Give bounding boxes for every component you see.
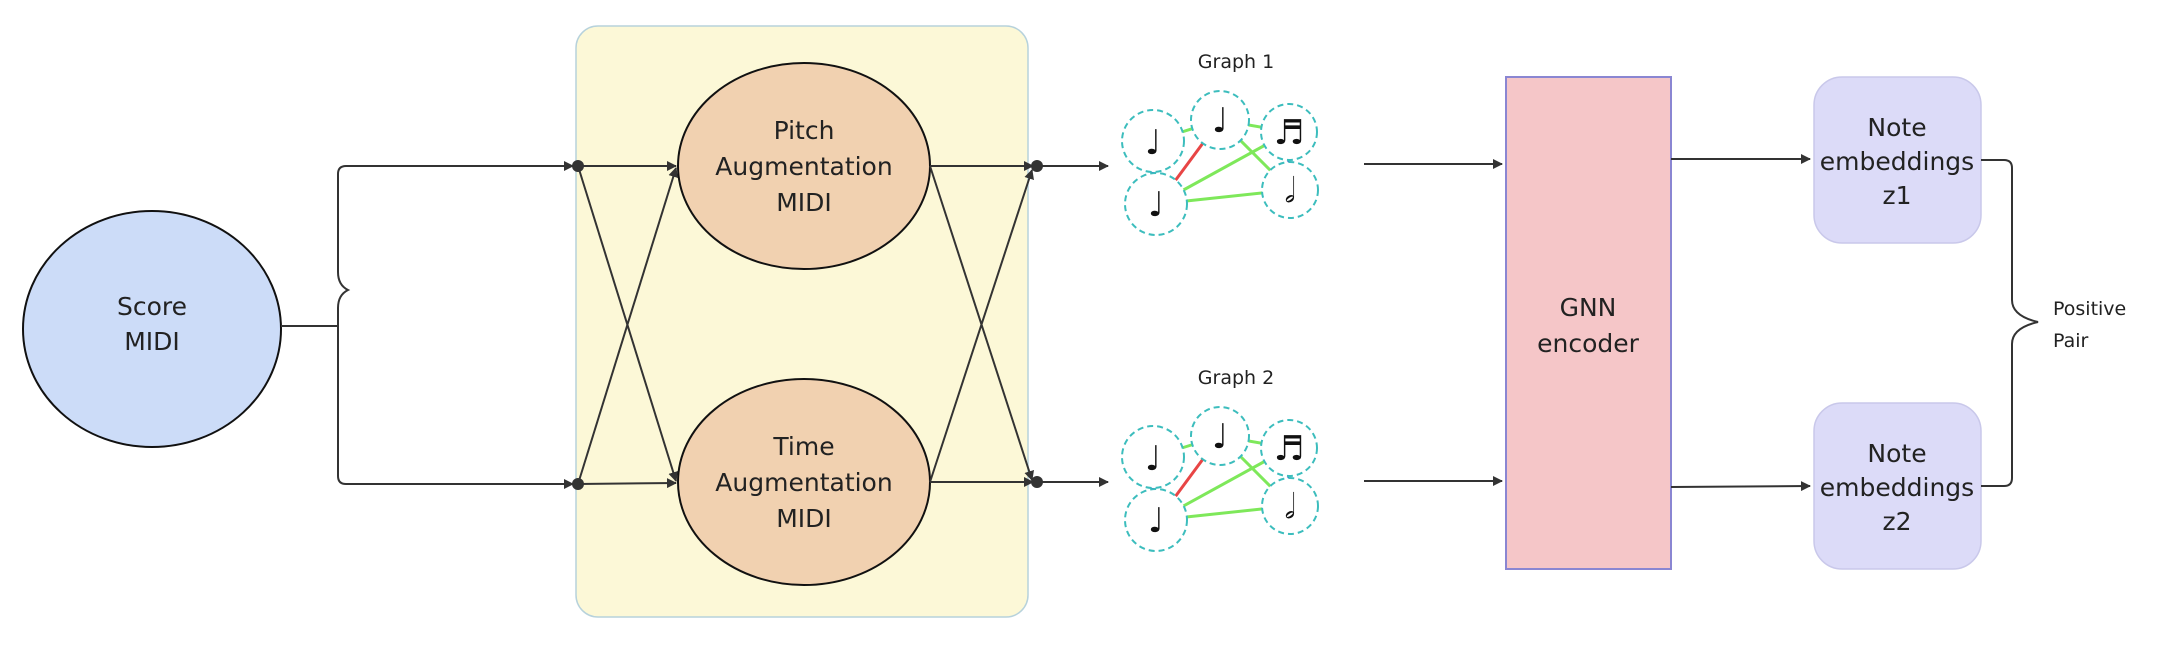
connector bbox=[577, 167, 679, 485]
note-embeddings-z2: Note embeddings z2 bbox=[1813, 402, 1982, 570]
quarter-note-icon: ♩ bbox=[1145, 123, 1161, 163]
z1-label-line3: z1 bbox=[1882, 181, 1911, 210]
score-label-line2: MIDI bbox=[124, 327, 180, 356]
gnn-encoder-block: GNN encoder bbox=[1505, 76, 1672, 570]
z2-label-line1: Note bbox=[1867, 439, 1926, 468]
graph-2: ♩ ♩ ♩ ♬ 𝅗𝅥 bbox=[1120, 405, 1320, 553]
connector bbox=[1670, 481, 1811, 492]
pitch-label-line1: Pitch bbox=[774, 116, 835, 145]
positive-pair-label-line1: Positive bbox=[2053, 298, 2126, 320]
time-label-line1: Time bbox=[772, 432, 834, 461]
score-split-bracket-lower bbox=[337, 326, 574, 489]
graph-1: ♩ ♩ ♩ ♬ 𝅗𝅥 bbox=[1120, 89, 1320, 237]
quarter-note-icon: ♩ bbox=[1212, 417, 1228, 457]
time-label-line2: Augmentation bbox=[715, 468, 892, 497]
z1-label-line2: embeddings bbox=[1820, 147, 1974, 176]
score-midi-node: Score MIDI bbox=[22, 210, 282, 448]
sixteenth-note-icon: ♬ bbox=[1274, 113, 1304, 153]
graph-1-title: Graph 1 bbox=[1198, 51, 1274, 73]
encoder-label-line2: encoder bbox=[1537, 329, 1640, 358]
time-label-line3: MIDI bbox=[776, 504, 832, 533]
sixteenth-note-icon: ♬ bbox=[1274, 429, 1304, 469]
quarter-note-icon: ♩ bbox=[1148, 501, 1164, 541]
score-split-bracket bbox=[281, 161, 574, 327]
pitch-augmentation-node: Pitch Augmentation MIDI bbox=[677, 62, 931, 270]
positive-pair-label-line2: Pair bbox=[2053, 330, 2089, 352]
score-label-line1: Score bbox=[117, 292, 187, 321]
note-embeddings-z1: Note embeddings z1 bbox=[1813, 76, 1982, 244]
z2-label-line2: embeddings bbox=[1820, 473, 1974, 502]
half-note-icon: 𝅗𝅥 bbox=[1285, 487, 1296, 527]
time-augmentation-node: Time Augmentation MIDI bbox=[677, 378, 931, 586]
z1-label-line1: Note bbox=[1867, 113, 1926, 142]
quarter-note-icon: ♩ bbox=[1145, 439, 1161, 479]
z2-label-line3: z2 bbox=[1882, 507, 1911, 536]
positive-pair-brace bbox=[1981, 159, 2039, 487]
half-note-icon: 𝅗𝅥 bbox=[1285, 171, 1296, 211]
encoder-label-line1: GNN bbox=[1560, 293, 1617, 322]
quarter-note-icon: ♩ bbox=[1148, 185, 1164, 225]
connector bbox=[929, 169, 1034, 483]
pitch-label-line3: MIDI bbox=[776, 188, 832, 217]
quarter-note-icon: ♩ bbox=[1212, 101, 1228, 141]
connector bbox=[577, 478, 677, 489]
pitch-label-line2: Augmentation bbox=[715, 152, 892, 181]
graph-2-title: Graph 2 bbox=[1198, 367, 1274, 389]
